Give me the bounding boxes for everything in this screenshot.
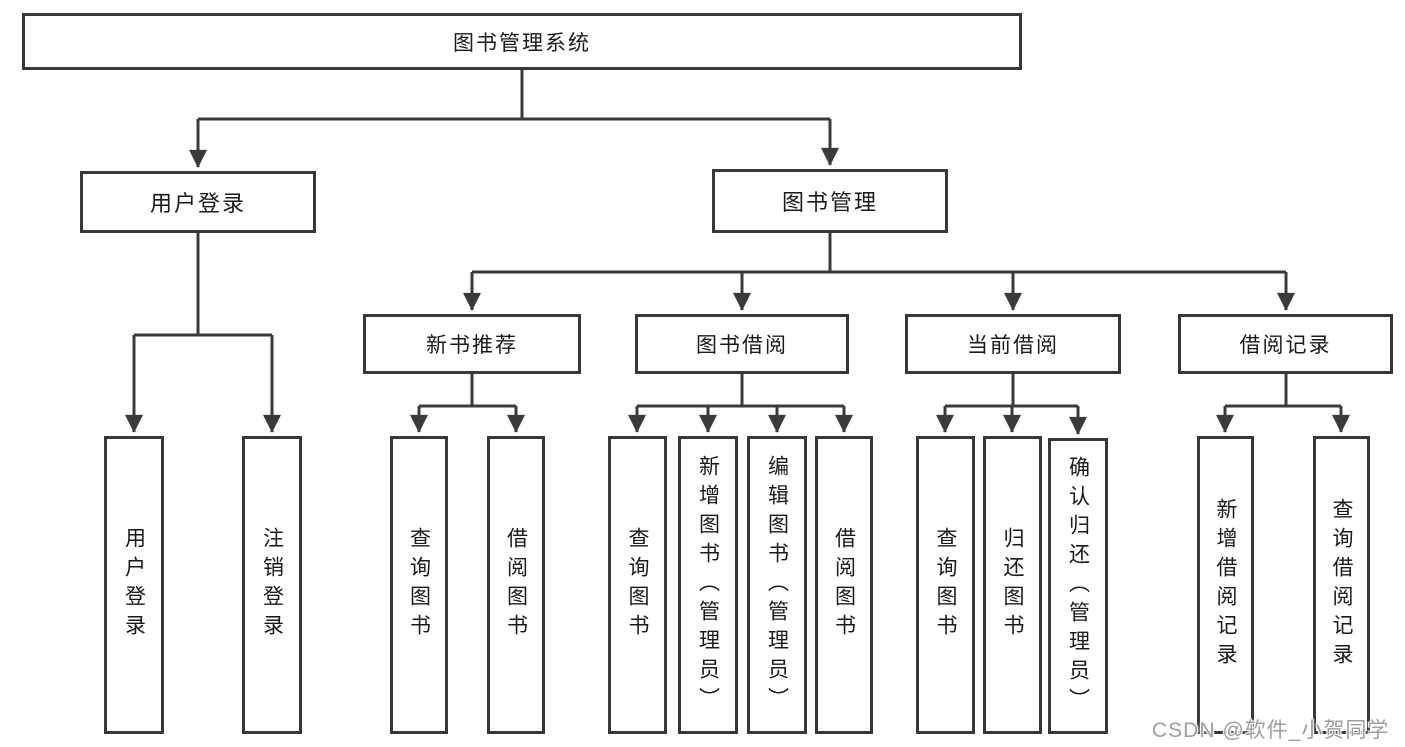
node-book-management-label: 图书管理 [781, 190, 878, 215]
leaf-return-book-label: 归还图书 [1001, 527, 1024, 643]
node-library-system-label: 图书管理系统 [453, 31, 591, 55]
node-borrow-records-label: 借阅记录 [1239, 334, 1332, 357]
connector-current-borrow [945, 374, 1078, 408]
leaf-logout: 注销登录 [242, 436, 302, 734]
node-book-management: 图书管理 [712, 169, 948, 233]
leaf-query-books-current-label: 查询图书 [934, 527, 957, 643]
leaf-borrow-books-recommend-label: 借阅图书 [504, 527, 528, 643]
leaf-edit-book-admin: 编辑图书（管理员） [747, 436, 807, 734]
leaf-query-books-borrow: 查询图书 [608, 436, 667, 734]
leaf-borrow-books-label: 借阅图书 [832, 527, 856, 643]
leaf-confirm-return-admin-label: 确认归还（管理员） [1066, 455, 1090, 717]
csdn-watermark: CSDN @软件_小贺同学 [1152, 719, 1390, 742]
node-library-system: 图书管理系统 [22, 13, 1022, 70]
connector-user-login [134, 233, 272, 337]
node-book-borrow-label: 图书借阅 [696, 334, 788, 357]
leaf-edit-book-admin-label: 编辑图书（管理员） [765, 454, 789, 716]
leaf-add-book-admin-label: 新增图书（管理员） [696, 454, 720, 716]
connector-borrow-records [1225, 374, 1341, 408]
leaf-query-books-borrow-label: 查询图书 [626, 527, 649, 643]
leaf-add-borrow-record-label: 新增借阅记录 [1214, 498, 1237, 672]
leaf-query-books-recommend-label: 查询图书 [407, 527, 431, 643]
leaf-user-login-label: 用户登录 [122, 527, 146, 643]
node-current-borrow: 当前借阅 [905, 314, 1121, 374]
connector-root [198, 70, 830, 121]
node-borrow-records: 借阅记录 [1178, 314, 1393, 374]
leaf-query-books-recommend: 查询图书 [390, 436, 448, 734]
leaf-query-borrow-record-label: 查询借阅记录 [1330, 498, 1353, 672]
node-user-login-label: 用户登录 [149, 191, 246, 216]
node-new-book-recommend-label: 新书推荐 [426, 334, 518, 357]
node-current-borrow-label: 当前借阅 [967, 334, 1059, 357]
leaf-confirm-return-admin: 确认归还（管理员） [1048, 438, 1108, 734]
node-user-login: 用户登录 [80, 171, 316, 233]
leaf-logout-label: 注销登录 [260, 527, 284, 643]
leaf-query-borrow-record: 查询借阅记录 [1313, 436, 1370, 734]
leaf-query-books-current: 查询图书 [916, 436, 975, 734]
connector-new-book-recommend [419, 374, 516, 408]
leaf-add-borrow-record: 新增借阅记录 [1197, 436, 1254, 734]
leaf-add-book-admin: 新增图书（管理员） [678, 436, 738, 734]
node-book-borrow: 图书借阅 [635, 314, 849, 374]
leaf-return-book: 归还图书 [983, 436, 1042, 734]
leaf-user-login: 用户登录 [104, 436, 164, 734]
leaf-borrow-books-recommend: 借阅图书 [487, 436, 545, 734]
leaf-borrow-books: 借阅图书 [815, 436, 873, 734]
connector-book-management [472, 233, 1286, 274]
node-new-book-recommend: 新书推荐 [363, 314, 581, 374]
connector-book-borrow [637, 374, 844, 408]
